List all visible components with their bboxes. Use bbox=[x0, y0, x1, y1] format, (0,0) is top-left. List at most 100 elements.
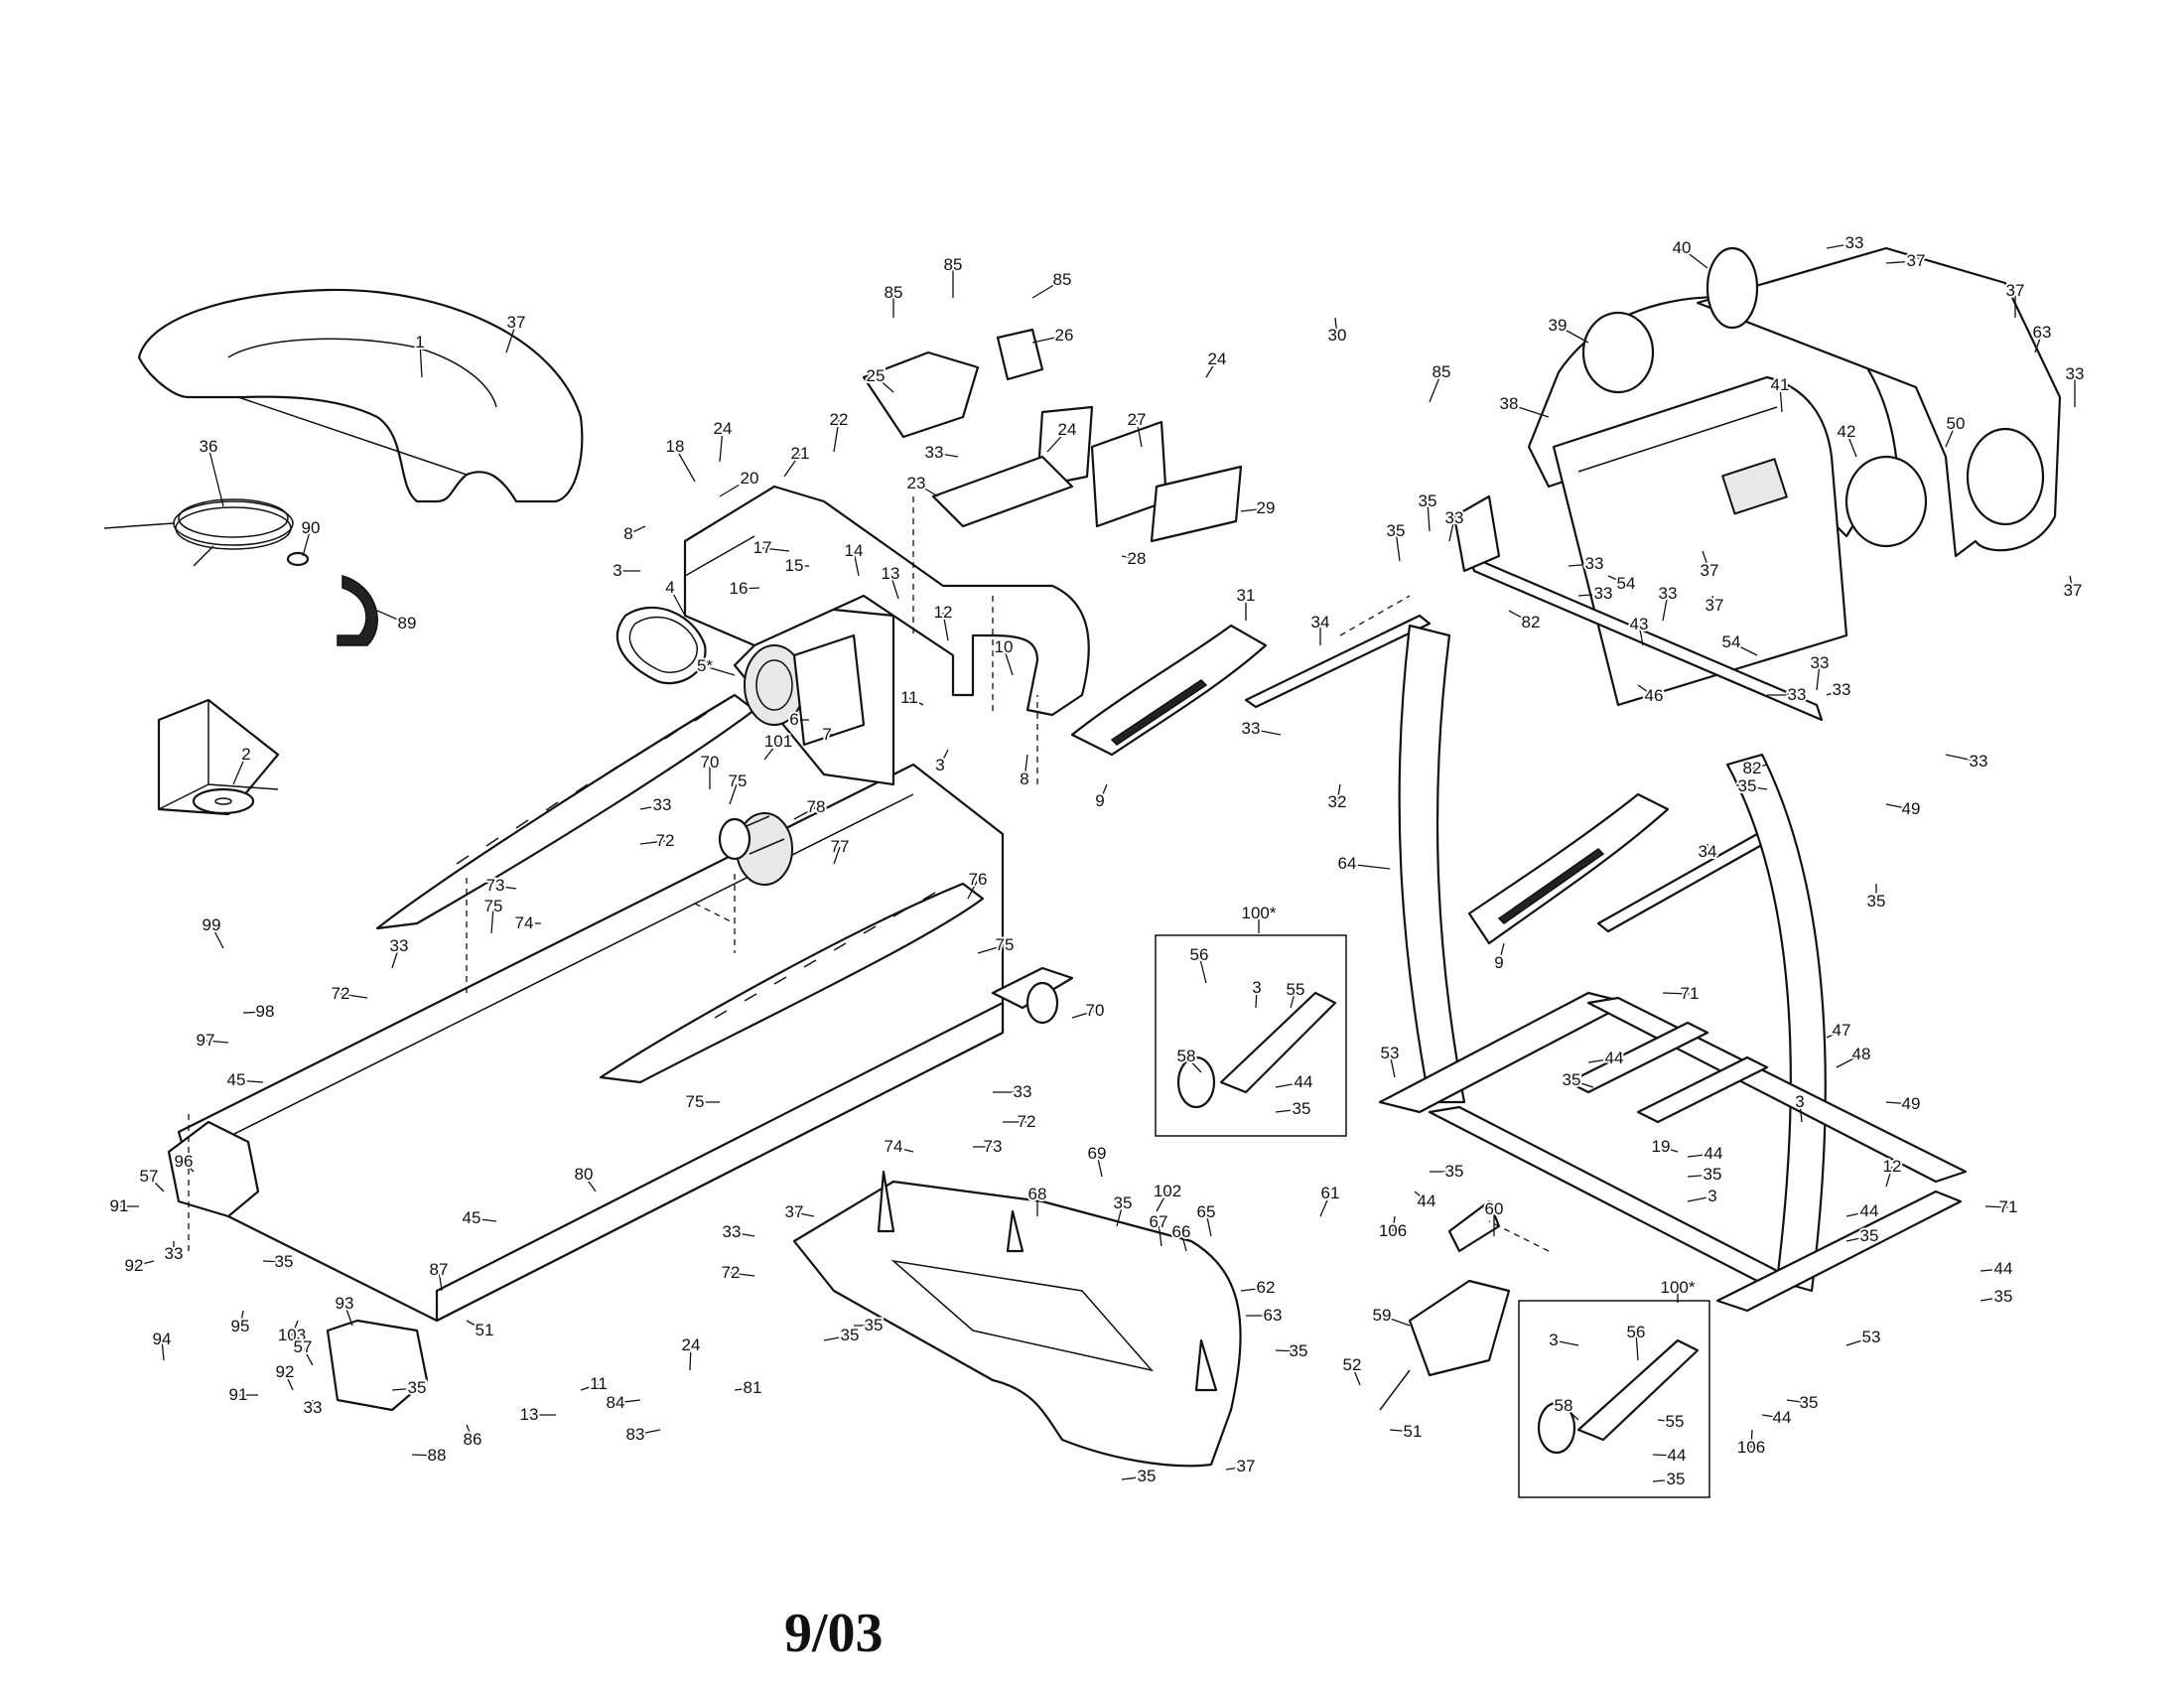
leader-line bbox=[1885, 260, 1917, 264]
leader-line bbox=[1498, 942, 1505, 964]
part-number-label: 37 bbox=[1237, 1457, 1256, 1475]
leader-line bbox=[689, 1344, 692, 1371]
part-number-label: 95 bbox=[231, 1317, 250, 1335]
part-number-label: 34 bbox=[1311, 613, 1330, 632]
manual-cd-part bbox=[157, 698, 280, 816]
base-shroud-part bbox=[792, 1170, 1242, 1468]
part-number-label: 62 bbox=[1257, 1278, 1276, 1297]
part-number-label: 51 bbox=[1404, 1422, 1423, 1441]
part-number-label: 30 bbox=[1328, 326, 1347, 345]
leader-line bbox=[1031, 335, 1065, 344]
part-number-label: 33 bbox=[390, 936, 409, 955]
leader-line bbox=[1024, 754, 1028, 780]
part-number-label: 33 bbox=[1659, 584, 1678, 603]
leader-line bbox=[1845, 1235, 1870, 1242]
part-number-label: 17 bbox=[753, 538, 772, 557]
controller-board-part bbox=[862, 328, 1243, 543]
part-number-label: 35 bbox=[1293, 1099, 1311, 1118]
part-number-label: 6 bbox=[789, 710, 798, 729]
leader-line bbox=[1158, 1221, 1162, 1247]
part-number-label: 37 bbox=[2064, 581, 2083, 600]
part-number-label: 33 bbox=[653, 795, 672, 814]
part-number-label: 103 bbox=[278, 1326, 306, 1344]
part-number-label: 33 bbox=[1445, 508, 1464, 527]
leader-line bbox=[1096, 1153, 1103, 1178]
leader-line bbox=[1816, 662, 1821, 691]
leader-line bbox=[1334, 317, 1338, 337]
part-number-label: 102 bbox=[1154, 1182, 1181, 1200]
leader-line bbox=[505, 322, 517, 353]
part-number-label: 44 bbox=[1668, 1446, 1687, 1465]
leader-line bbox=[183, 1161, 195, 1173]
part-number-label: 3 bbox=[613, 561, 621, 580]
part-number-label: 101 bbox=[764, 732, 792, 751]
leader-line bbox=[614, 1399, 641, 1404]
leader-line bbox=[833, 419, 840, 453]
leader-line bbox=[1836, 1053, 1862, 1068]
part-number-label: 36 bbox=[200, 437, 218, 456]
part-number-label: 16 bbox=[730, 579, 749, 598]
part-number-label: 33 bbox=[304, 1398, 323, 1417]
part-number-label: 35 bbox=[865, 1316, 884, 1334]
leader-line bbox=[1121, 1475, 1148, 1480]
leader-line bbox=[1687, 1195, 1713, 1202]
part-number-label: 77 bbox=[831, 837, 850, 856]
leader-line bbox=[634, 1429, 661, 1436]
leader-line bbox=[1607, 575, 1627, 585]
leader-line bbox=[1826, 242, 1855, 249]
part-number-label: 1 bbox=[415, 333, 424, 351]
leader-line bbox=[376, 610, 408, 625]
part-number-label: 70 bbox=[701, 753, 720, 772]
part-number-label: 100* bbox=[1661, 1278, 1696, 1297]
part-number-label: 33 bbox=[1788, 685, 1807, 704]
part-number-label: 33 bbox=[1811, 653, 1830, 672]
part-number-label: 52 bbox=[1343, 1355, 1362, 1374]
leader-line bbox=[967, 879, 979, 900]
leader-line bbox=[1845, 1210, 1870, 1217]
part-number-label: 85 bbox=[1053, 270, 1072, 289]
leader-line bbox=[734, 1387, 753, 1391]
part-number-label: 38 bbox=[1500, 394, 1519, 413]
part-number-label: 99 bbox=[203, 915, 221, 934]
leader-line bbox=[1570, 1079, 1594, 1088]
leader-line bbox=[1638, 624, 1644, 646]
part-number-label: 82 bbox=[1522, 613, 1541, 632]
part-number-label: 14 bbox=[845, 541, 864, 560]
part-number-label: 3 bbox=[1252, 978, 1261, 997]
leader-line bbox=[719, 428, 724, 463]
leader-line bbox=[1662, 593, 1669, 622]
leader-line bbox=[2069, 575, 2074, 592]
leader-line bbox=[1319, 1193, 1331, 1217]
leader-line bbox=[1351, 1364, 1361, 1386]
leader-line bbox=[1662, 992, 1691, 995]
part-number-label: 94 bbox=[153, 1330, 172, 1348]
part-callouts: 137369089218242021228341715141613125*671… bbox=[108, 231, 2087, 1490]
part-number-label: 24 bbox=[714, 419, 733, 438]
leader-line bbox=[1136, 419, 1143, 448]
part-number-label: 61 bbox=[1321, 1184, 1340, 1202]
leader-line bbox=[763, 741, 779, 761]
leader-line bbox=[1779, 384, 1783, 413]
part-number-label: 45 bbox=[463, 1208, 481, 1227]
part-number-label: 11 bbox=[590, 1374, 608, 1393]
part-number-label: 53 bbox=[1862, 1328, 1881, 1346]
leader-line bbox=[2034, 332, 2043, 353]
leader-line bbox=[1448, 517, 1455, 542]
part-number-label: 88 bbox=[428, 1446, 447, 1465]
part-number-label: 37 bbox=[1701, 561, 1719, 580]
part-number-label: 58 bbox=[1555, 1396, 1573, 1415]
part-number-label: 57 bbox=[140, 1167, 159, 1186]
part-number-label: 27 bbox=[1128, 410, 1147, 429]
leader-line bbox=[730, 1272, 755, 1277]
part-number-label: 35 bbox=[1994, 1287, 2013, 1306]
leader-line bbox=[1750, 1429, 1753, 1449]
leader-line bbox=[1240, 1287, 1267, 1292]
leader-line bbox=[1392, 1215, 1396, 1232]
part-number-label: 8 bbox=[1020, 770, 1028, 788]
leader-line bbox=[1885, 1166, 1893, 1188]
leader-line bbox=[471, 1217, 497, 1222]
leader-line bbox=[915, 483, 939, 497]
leader-line bbox=[1711, 595, 1715, 607]
part-number-label: 89 bbox=[398, 614, 417, 632]
part-number-label: 74 bbox=[885, 1137, 903, 1156]
